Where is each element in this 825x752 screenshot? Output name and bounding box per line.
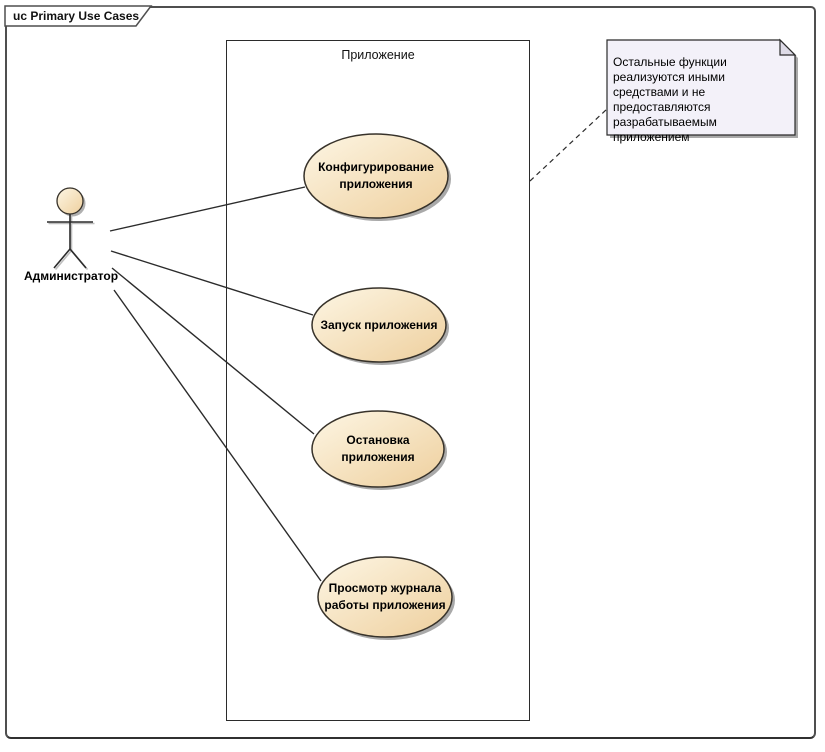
use-case-shapes — [303, 133, 455, 640]
note-link-line[interactable] — [529, 108, 608, 182]
use-case-stop[interactable] — [311, 410, 445, 488]
association-lines — [109, 186, 322, 582]
association-view-log[interactable] — [113, 289, 322, 582]
frame-tab — [4, 5, 153, 27]
note-fold-icon — [779, 38, 797, 56]
use-case-stop-label: Остановка приложения — [341, 433, 415, 464]
use-case-view-log-label: Просмотр журнала работы приложения — [324, 581, 446, 612]
actor-body — [47, 214, 93, 269]
note-text: Остальные функции реализуются иными сред… — [613, 55, 727, 144]
use-case-start[interactable] — [311, 287, 447, 363]
actor-icon[interactable] — [47, 187, 95, 271]
use-case-configure-label: Конфигурирование приложения — [318, 160, 434, 191]
system-boundary-label: Приложение — [341, 48, 415, 62]
association-start[interactable] — [110, 250, 314, 316]
actor-head — [56, 187, 84, 215]
use-case-view-log[interactable] — [317, 556, 453, 638]
actor-label: Администратор — [23, 269, 119, 283]
note-body — [606, 39, 796, 136]
actor-body-shadow — [48, 215, 95, 271]
note-shape[interactable] — [606, 38, 798, 138]
use-case-configure[interactable] — [303, 133, 449, 219]
association-stop[interactable] — [111, 267, 315, 435]
association-configure[interactable] — [109, 186, 306, 232]
frame-tab-label: uc Primary Use Cases — [13, 9, 140, 23]
use-case-start-label: Запуск приложения — [320, 317, 438, 332]
